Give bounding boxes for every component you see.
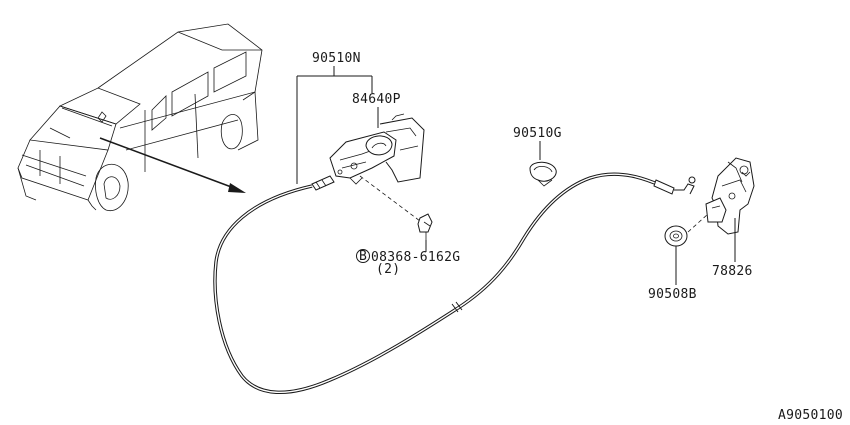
hood-release-handle [311,113,425,191]
grommet-guide [687,213,709,233]
bolt-callout: B 08368-6162G (2) [356,249,460,277]
bolt-guide [359,175,425,225]
label-08368-6162g: 08368-6162G [371,250,460,265]
label-90510g: 90510G [513,126,562,141]
bolt-badge-letter: B [359,249,367,264]
label-78826: 78826 [712,264,753,279]
label-90508b: 90508B [648,287,697,302]
hood-release-cable [213,172,696,395]
bolt [417,213,433,240]
location-arrow [99,137,246,193]
vehicle-illustration [17,23,263,212]
grommet [664,225,688,247]
hood-lock [705,157,755,235]
cable-clip [529,161,557,187]
figure-id: A9050100 [778,408,843,423]
bolt-badge-circle [356,249,370,263]
assembly-leader [296,66,373,184]
label-bolt-qty: (2) [376,262,400,277]
label-90510n: 90510N [312,51,361,66]
label-84640p: 84640P [352,92,401,107]
